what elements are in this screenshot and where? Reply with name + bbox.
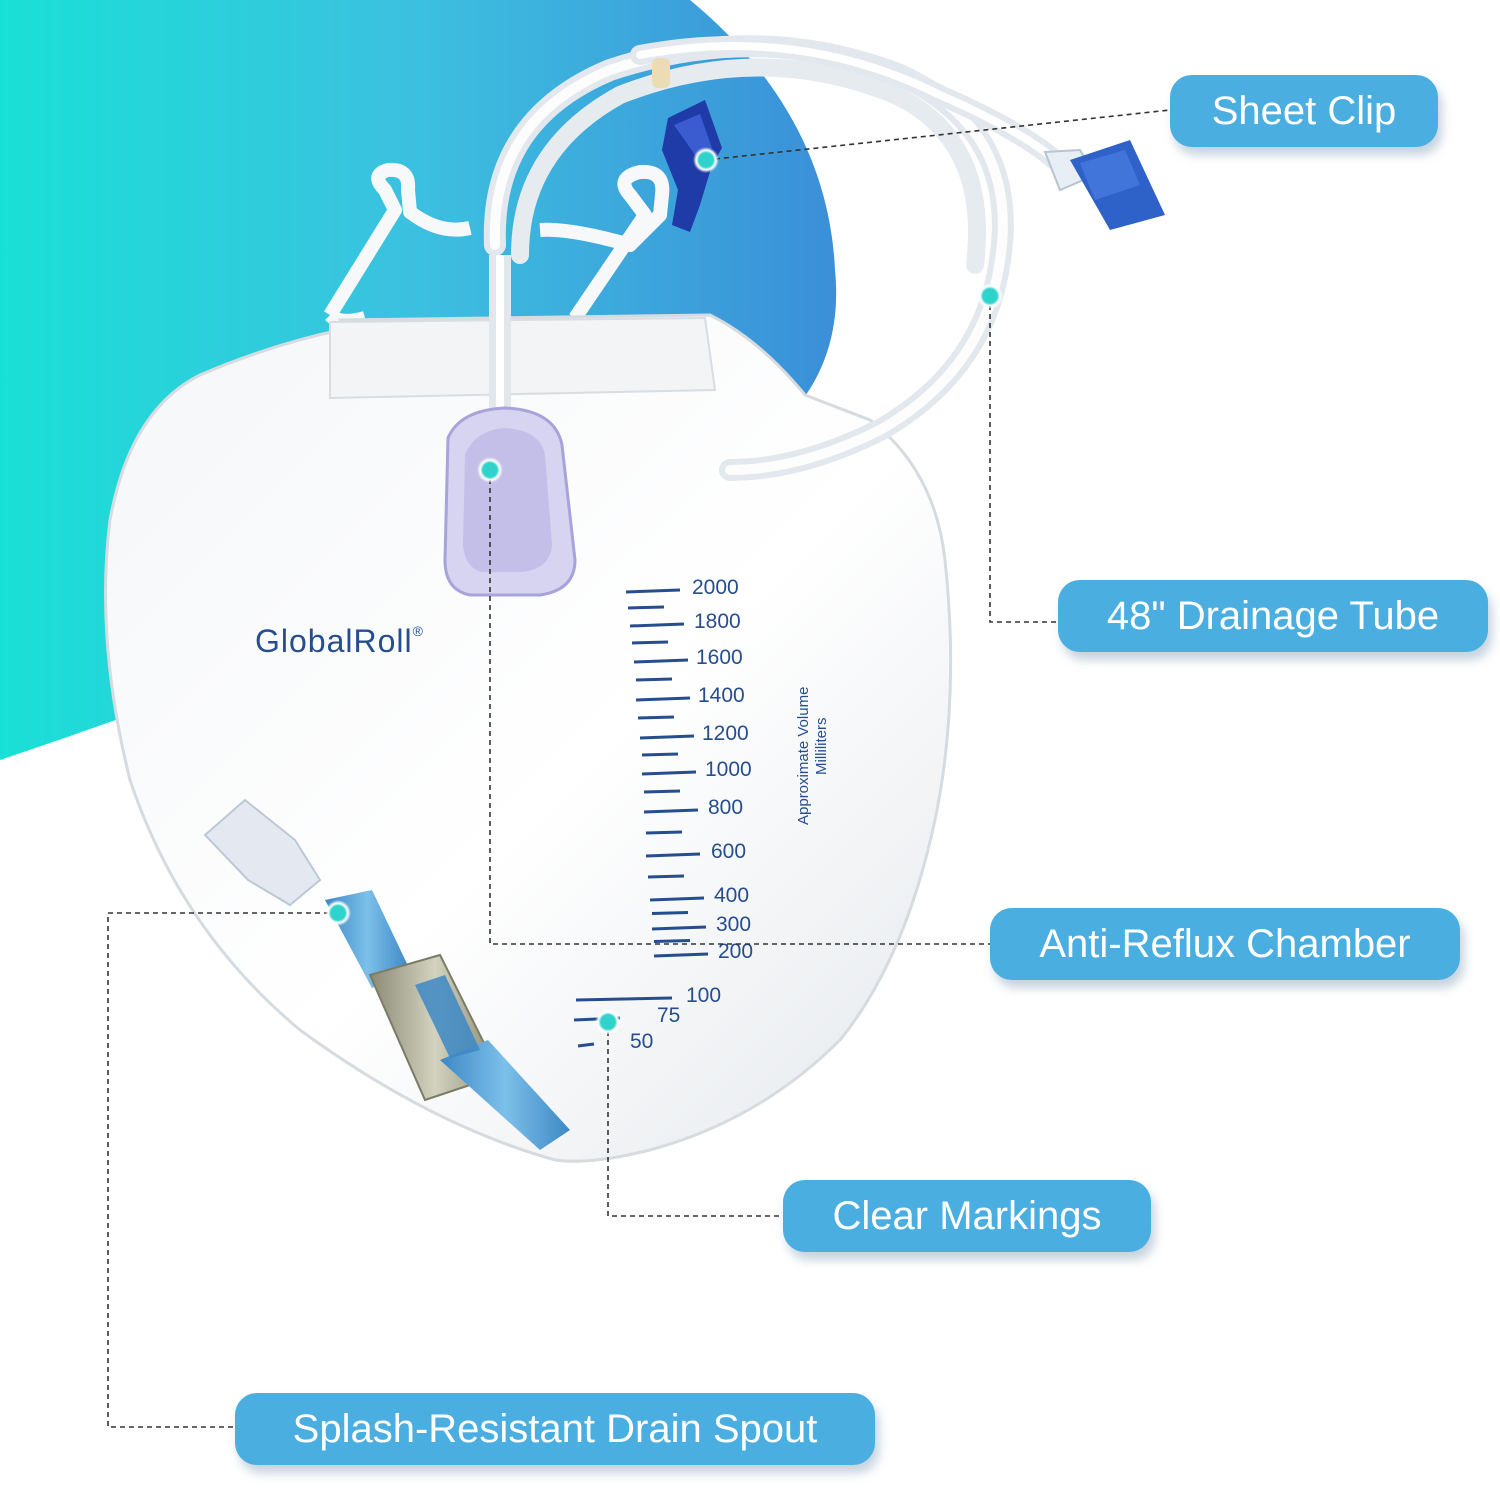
scale-minor-tick [651,911,689,915]
scale-label: 75 [657,1004,680,1027]
scale-caption-unit: Milliliters [813,718,830,776]
marker-dot-anti-reflux [477,457,503,483]
scale-minor-tick [643,789,681,794]
scale-major-tick [635,696,691,702]
scale-minor-tick [631,640,669,645]
catheter-connector [1043,140,1165,230]
scale-minor-tick [645,830,683,835]
callout-drainage-tube: 48" Drainage Tube [1058,580,1488,652]
scale-minor-tick [635,677,673,682]
leader-lines [107,109,1171,1428]
scale-minor-tick [647,874,685,879]
scale-label: 200 [718,940,753,963]
callout-clear-markings: Clear Markings [783,1180,1151,1252]
tube-tie [652,58,670,88]
leader-anti-reflux [489,470,990,945]
scale-label: 400 [714,884,749,907]
scale-major-tick [643,808,699,814]
scale-major-tick [641,770,697,776]
leader-sheet-clip [705,109,1171,161]
drain-spout [203,798,570,1150]
brand-logo: GlobalRoll® [255,623,424,659]
scale-major-tick [625,588,681,594]
scale-major-tick [575,996,673,1002]
scale-label: 100 [686,984,721,1007]
scale-label: 600 [711,840,746,863]
scale-minor-tick [653,939,691,943]
scale-caption-volume: Approximate Volume [795,687,812,825]
scale-major-tick [639,734,695,740]
graduation-scale: 2000 1800 1600 1400 1200 1000 800 600 400 300 200 1… [573,576,753,1053]
scale-major-tick [651,925,707,931]
scale-major-tick [577,1042,595,1048]
scale-label: 2000 [692,576,739,599]
scale-label: 1600 [696,646,743,669]
scale-minor-tick [641,752,679,757]
marker-dot-sheet-clip [693,147,719,173]
scale-label: 1200 [702,722,749,745]
scale-minor-tick [627,605,665,610]
marker-dot-clear-markings [595,1009,621,1035]
scale-major-tick [653,952,709,958]
marker-dot-drain-spout [325,900,351,926]
marker-dot-drainage-tube [977,283,1003,309]
scale-label: 800 [708,796,743,819]
bag-top-seal [329,316,717,400]
callout-anti-reflux-chamber: Anti-Reflux Chamber [990,908,1460,980]
leader-drain-spout [107,912,338,1428]
drainage-bag [104,313,953,1163]
scale-label: 1800 [694,610,741,633]
scale-major-tick [633,658,689,664]
scale-label: 300 [716,913,751,936]
anti-reflux-chamber [443,406,577,597]
scale-major-tick [645,852,701,858]
scale-label: 50 [630,1030,653,1053]
scale-label: 1000 [705,758,752,781]
callout-drain-spout: Splash-Resistant Drain Spout [235,1393,875,1465]
leader-clear-markings [607,1022,783,1217]
callout-sheet-clip: Sheet Clip [1170,75,1438,147]
scale-label: 1400 [698,684,745,707]
scale-minor-tick [637,715,675,720]
scale-major-tick [649,896,705,902]
scale-major-tick [629,622,685,628]
leader-drainage-tube [989,296,1058,623]
